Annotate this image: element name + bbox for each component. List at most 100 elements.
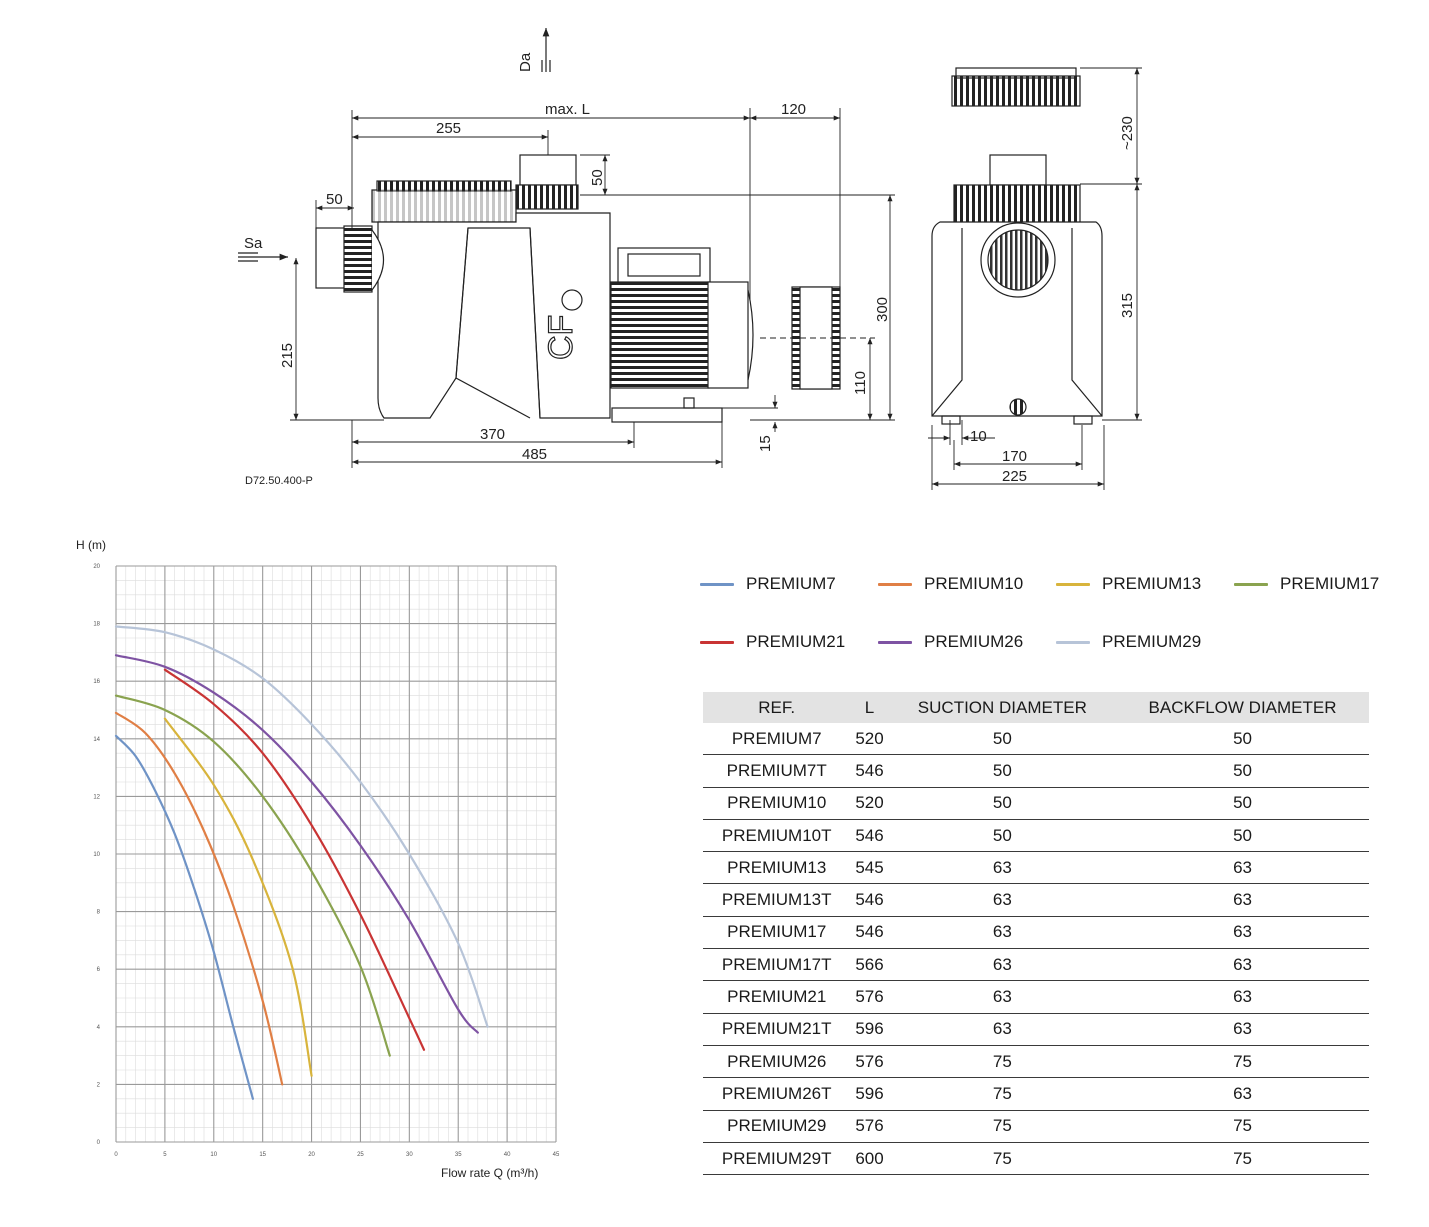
- cell-suction: 63: [888, 916, 1117, 950]
- cell-ref: PREMIUM10: [703, 787, 851, 820]
- cell-suction: 50: [888, 754, 1117, 788]
- series-line-premium13: [163, 717, 313, 1077]
- cell-suction: 75: [888, 1077, 1117, 1111]
- legend-swatch: [700, 640, 734, 644]
- pump-side-view: CF: [315, 154, 841, 423]
- cell-backflow: 50: [1116, 754, 1369, 788]
- dim-370: 370: [480, 426, 505, 443]
- cell-backflow: 75: [1116, 1110, 1369, 1143]
- x-tick-label: 15: [259, 1152, 266, 1158]
- legend-label: PREMIUM17: [1280, 574, 1380, 593]
- dim-300: 300: [874, 297, 891, 322]
- cell-suction: 63: [888, 1013, 1117, 1046]
- header-l: L: [850, 692, 889, 723]
- cell-ref: PREMIUM26: [703, 1045, 851, 1079]
- series-line-premium26: [114, 654, 479, 1034]
- y-tick-label: 20: [93, 564, 100, 570]
- cell-suction: 63: [888, 883, 1117, 917]
- x-tick-label: 40: [504, 1152, 511, 1158]
- cell-l: 546: [850, 819, 889, 853]
- cell-l: 520: [850, 787, 889, 820]
- cell-ref: PREMIUM29T: [703, 1142, 851, 1176]
- cell-l: 520: [850, 723, 889, 756]
- cell-suction: 63: [888, 851, 1117, 885]
- series-line-premium17: [114, 694, 391, 1057]
- y-tick-label: 10: [93, 852, 100, 858]
- y-tick-label: 0: [97, 1140, 101, 1146]
- legend-label: PREMIUM7: [746, 574, 836, 593]
- dim-10: 10: [970, 428, 987, 445]
- cell-backflow: 50: [1116, 723, 1369, 756]
- legend-item: PREMIUM7: [700, 574, 836, 594]
- header-suction-diameter: SUCTION DIAMETER: [888, 692, 1117, 723]
- series-line-premium29: [114, 625, 489, 1028]
- cell-ref: PREMIUM21: [703, 980, 851, 1014]
- cell-backflow: 63: [1116, 851, 1369, 885]
- y-tick-label: 8: [97, 910, 101, 916]
- label-sa: Sa: [244, 235, 263, 252]
- cell-backflow: 50: [1116, 787, 1369, 820]
- cell-ref: PREMIUM13T: [703, 883, 851, 917]
- dim-485: 485: [522, 446, 547, 463]
- legend-label: PREMIUM13: [1102, 574, 1202, 593]
- legend-label: PREMIUM26: [924, 632, 1024, 651]
- cell-suction: 75: [888, 1142, 1117, 1176]
- brand-logo: CF: [542, 315, 580, 360]
- cell-suction: 50: [888, 787, 1117, 820]
- cell-suction: 75: [888, 1045, 1117, 1079]
- series-lines: [114, 625, 489, 1100]
- cell-backflow: 50: [1116, 819, 1369, 853]
- pump-front-view: [931, 67, 1103, 425]
- dim-230: ~230: [1119, 116, 1136, 150]
- legend-label: PREMIUM29: [1102, 632, 1202, 651]
- cell-backflow: 75: [1116, 1045, 1369, 1079]
- specification-table: REF. L SUCTION DIAMETER BACKFLOW DIAMETE…: [703, 692, 1369, 1176]
- cell-backflow: 75: [1116, 1142, 1369, 1176]
- cell-ref: PREMIUM7: [703, 723, 851, 756]
- dim-max-l: max. L: [545, 101, 590, 118]
- series-line-premium21: [163, 668, 426, 1051]
- dim-170: 170: [1002, 448, 1027, 465]
- cell-backflow: 63: [1116, 980, 1369, 1014]
- cell-l: 566: [850, 948, 889, 982]
- x-tick-label: 10: [210, 1152, 217, 1158]
- dim-50-top: 50: [589, 169, 606, 186]
- label-da: Da: [517, 52, 534, 72]
- series-line-premium7: [114, 734, 254, 1100]
- dim-110: 110: [852, 371, 869, 395]
- legend-item: PREMIUM17: [1234, 574, 1379, 594]
- cell-suction: 63: [888, 980, 1117, 1014]
- y-tick-label: 14: [93, 737, 100, 743]
- cell-ref: PREMIUM7T: [703, 754, 851, 788]
- y-axis-label: H (m): [76, 538, 106, 552]
- header-ref: REF.: [703, 692, 851, 723]
- cell-ref: PREMIUM13: [703, 851, 851, 885]
- legend-item: PREMIUM21: [700, 632, 845, 652]
- legend-swatch: [1056, 640, 1090, 644]
- cell-l: 546: [850, 754, 889, 788]
- x-axis-label: Flow rate Q (m³/h): [441, 1166, 538, 1180]
- legend-item: PREMIUM26: [878, 632, 1023, 652]
- cell-l: 596: [850, 1077, 889, 1111]
- cell-ref: PREMIUM17: [703, 916, 851, 950]
- cell-l: 576: [850, 980, 889, 1014]
- cell-l: 576: [850, 1045, 889, 1079]
- y-tick-label: 2: [97, 1082, 101, 1088]
- legend-item: PREMIUM13: [1056, 574, 1201, 594]
- legend-item: PREMIUM29: [1056, 632, 1201, 652]
- cell-l: 596: [850, 1013, 889, 1046]
- cell-ref: PREMIUM29: [703, 1110, 851, 1143]
- series-line-premium10: [114, 711, 284, 1086]
- legend-swatch: [878, 582, 912, 586]
- cell-l: 545: [850, 851, 889, 885]
- cell-backflow: 63: [1116, 883, 1369, 917]
- cell-suction: 75: [888, 1110, 1117, 1143]
- dim-225: 225: [1002, 468, 1027, 485]
- cell-l: 546: [850, 883, 889, 917]
- y-tick-label: 4: [97, 1025, 101, 1031]
